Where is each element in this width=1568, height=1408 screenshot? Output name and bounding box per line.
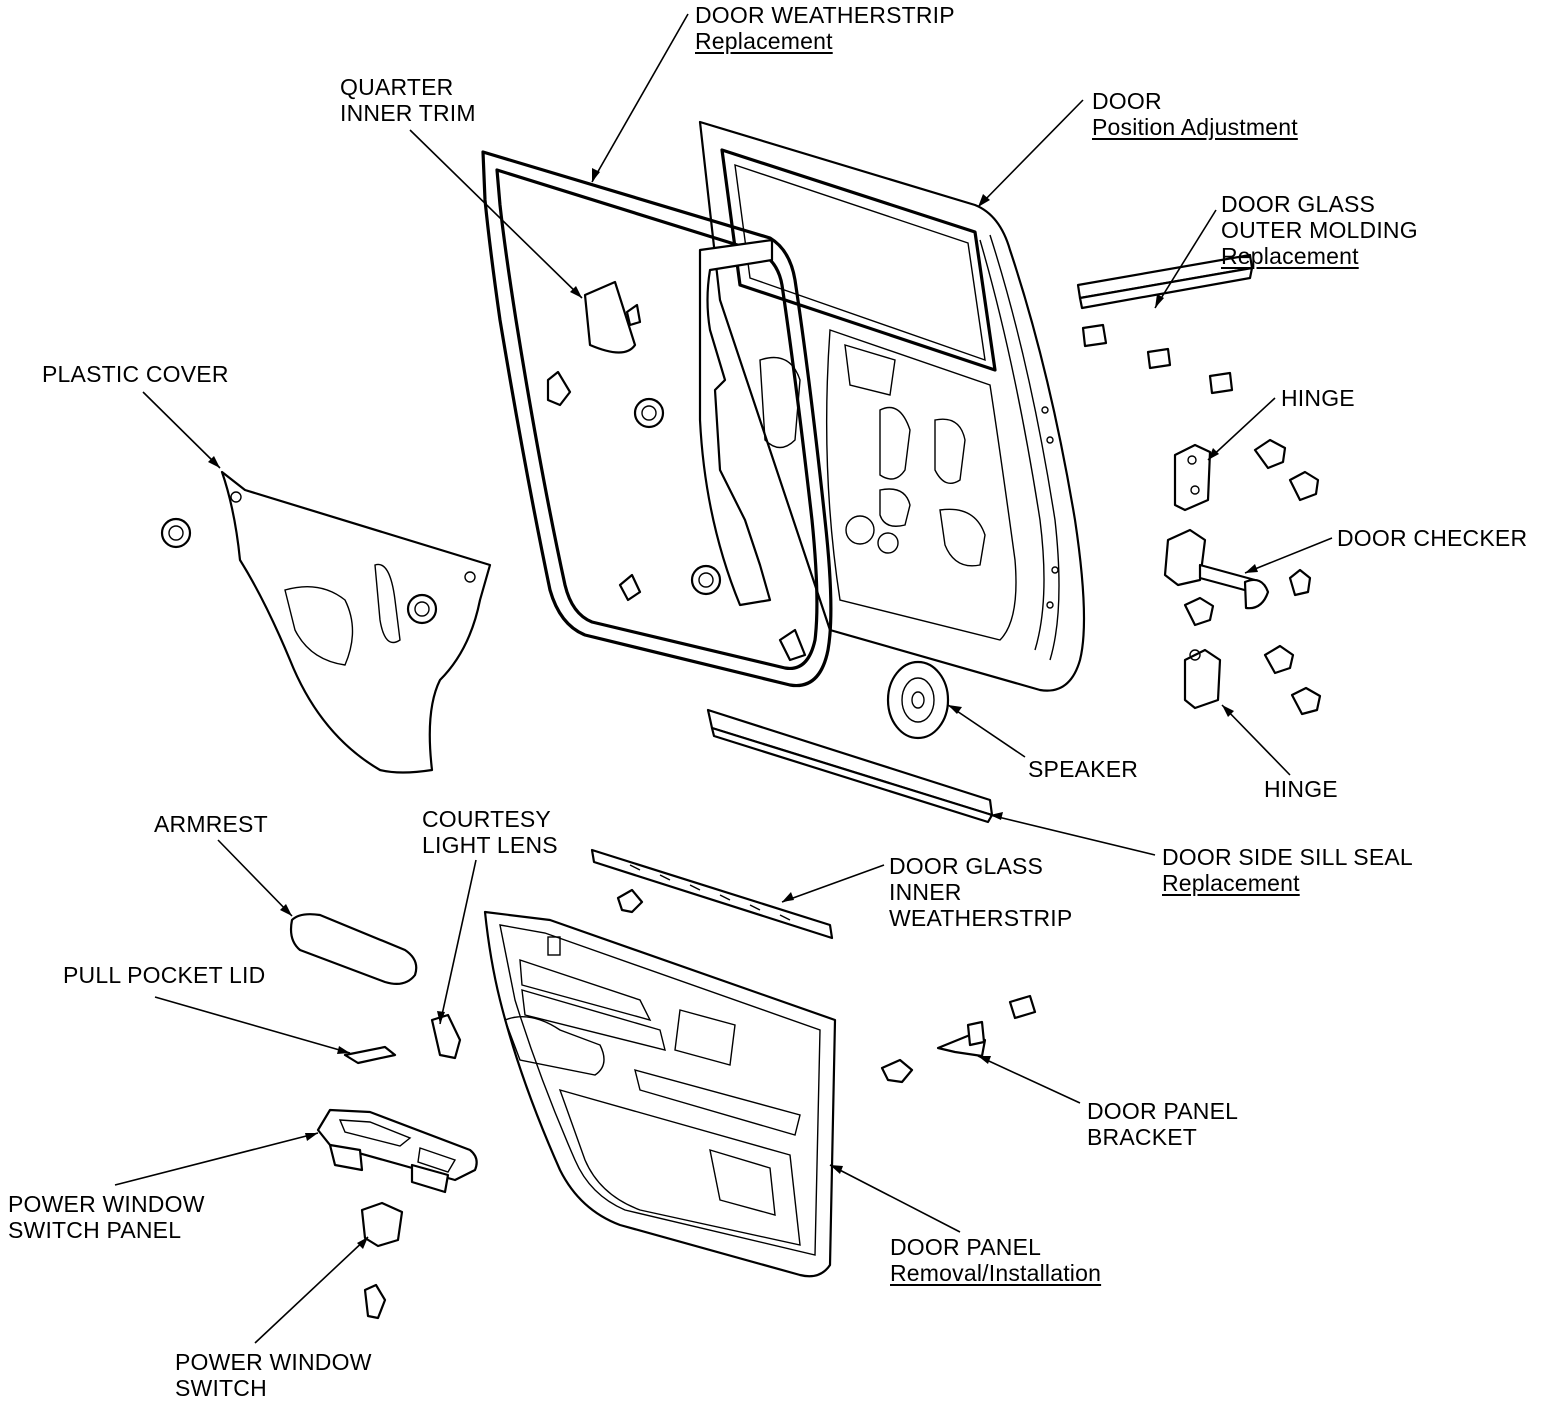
label-door-side-sill-seal: DOOR SIDE SILL SEAL Replacement: [1162, 844, 1413, 896]
label-door-checker: DOOR CHECKER: [1337, 525, 1528, 551]
door-glass-outer-molding-part: [1076, 253, 1254, 395]
pull-pocket-lid-part: [343, 1045, 397, 1065]
armrest-part: [289, 913, 418, 985]
door-panel-part: [483, 910, 837, 1278]
label-hinge-lower: HINGE: [1264, 776, 1338, 802]
label-pull-pocket-lid: PULL POCKET LID: [63, 962, 266, 988]
label-courtesy-light-lens: COURTESY LIGHT LENS: [422, 806, 558, 858]
label-door-panel: DOOR PANEL Removal/Installation: [890, 1234, 1102, 1286]
label-door-glass-inner-weatherstrip: DOOR GLASS INNER WEATHERSTRIP: [889, 853, 1073, 931]
label-armrest: ARMREST: [154, 811, 268, 837]
label-power-window-switch: POWER WINDOW SWITCH: [175, 1349, 372, 1401]
power-window-switch-part: [360, 1201, 404, 1320]
link-door-position-adjustment[interactable]: Position Adjustment: [1092, 114, 1298, 140]
label-power-window-switch-panel: POWER WINDOW SWITCH PANEL: [8, 1191, 205, 1243]
door-weatherstrip-part: [481, 150, 833, 688]
power-window-switch-panel-part: [316, 1108, 478, 1194]
label-door-weatherstrip: DOOR WEATHERSTRIP Replacement: [695, 2, 955, 54]
door-shell: [698, 120, 1086, 692]
link-door-panel-removal-installation[interactable]: Removal/Installation: [890, 1260, 1102, 1286]
label-door-panel-bracket: DOOR PANEL BRACKET: [1087, 1098, 1239, 1150]
label-speaker: SPEAKER: [1028, 756, 1139, 782]
courtesy-light-lens-part: [430, 1013, 462, 1060]
speaker-part: [886, 660, 950, 740]
link-door-side-sill-seal-replacement[interactable]: Replacement: [1162, 870, 1300, 896]
label-hinge-upper: HINGE: [1281, 385, 1355, 411]
leader-lines: [114, 13, 1333, 1344]
link-door-weatherstrip-replacement[interactable]: Replacement: [695, 28, 833, 54]
label-door: DOOR Position Adjustment: [1092, 88, 1298, 140]
hinge-upper-part: [1173, 443, 1212, 512]
label-quarter-inner-trim: QUARTER INNER TRIM: [340, 74, 476, 126]
bolts: [1183, 438, 1322, 716]
door-panel-bracket-part: [880, 994, 1037, 1084]
hinge-lower-part: [1183, 648, 1222, 710]
plastic-cover-part: [160, 470, 492, 774]
door-glass-inner-weatherstrip-part: [590, 848, 834, 940]
door-side-sill-seal-part: [706, 708, 994, 824]
label-plastic-cover: PLASTIC COVER: [42, 361, 229, 387]
door-checker-part: [1163, 528, 1270, 610]
label-door-glass-outer-molding: DOOR GLASS OUTER MOLDING Replacement: [1221, 191, 1418, 269]
link-door-glass-outer-molding-replacement[interactable]: Replacement: [1221, 243, 1359, 269]
